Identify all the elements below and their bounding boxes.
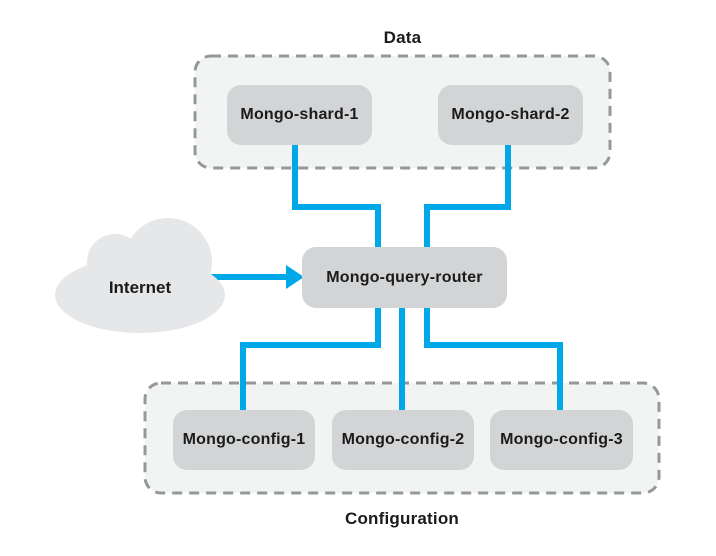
edge-shard2-router [424,140,511,252]
edge-router-config3 [424,303,563,414]
data-group-label: Data [383,28,422,47]
internet-cloud-label: Internet [108,278,172,297]
node-mongo-shard-1: Mongo-shard-1 [227,85,372,145]
edge-shard1-router [292,140,381,252]
node-mongo-config-3: Mongo-config-3 [490,410,633,470]
arrow-head-icon [286,265,304,289]
configuration-group-label: Configuration [344,509,460,528]
node-mongo-config-1: Mongo-config-1 [173,410,315,470]
cloud-icon [55,218,225,333]
node-mongo-config-2: Mongo-config-2 [332,410,474,470]
edge-router-config1 [240,303,381,414]
node-mongo-shard-2: Mongo-shard-2 [438,85,583,145]
node-mongo-query-router: Mongo-query-router [302,247,507,308]
